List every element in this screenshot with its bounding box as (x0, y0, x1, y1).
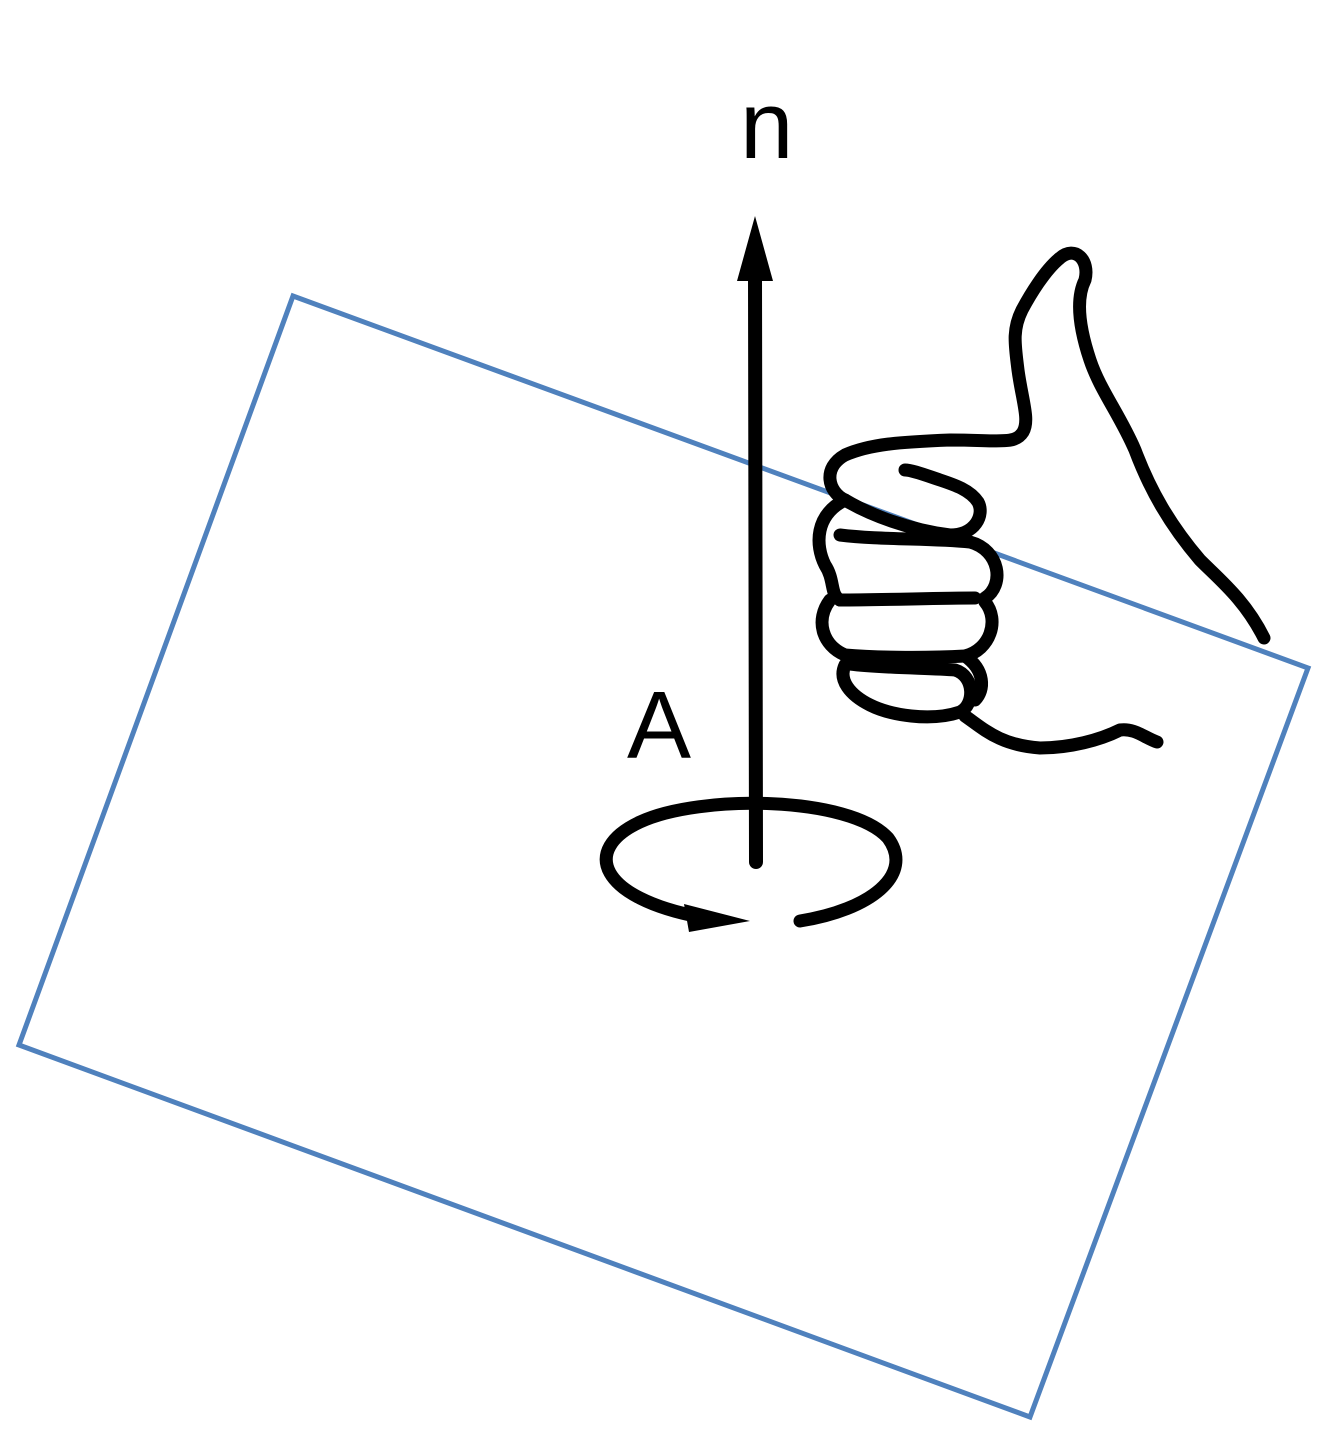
thumbs-up-hand-icon (812, 246, 1271, 755)
normal-vector-arrow (737, 216, 773, 869)
arrowhead-icon (737, 216, 773, 281)
area-label: A (627, 672, 691, 779)
normal-label: n (740, 72, 793, 179)
surface-plane (15, 292, 1312, 1421)
circular-arrow-icon (599, 796, 903, 932)
